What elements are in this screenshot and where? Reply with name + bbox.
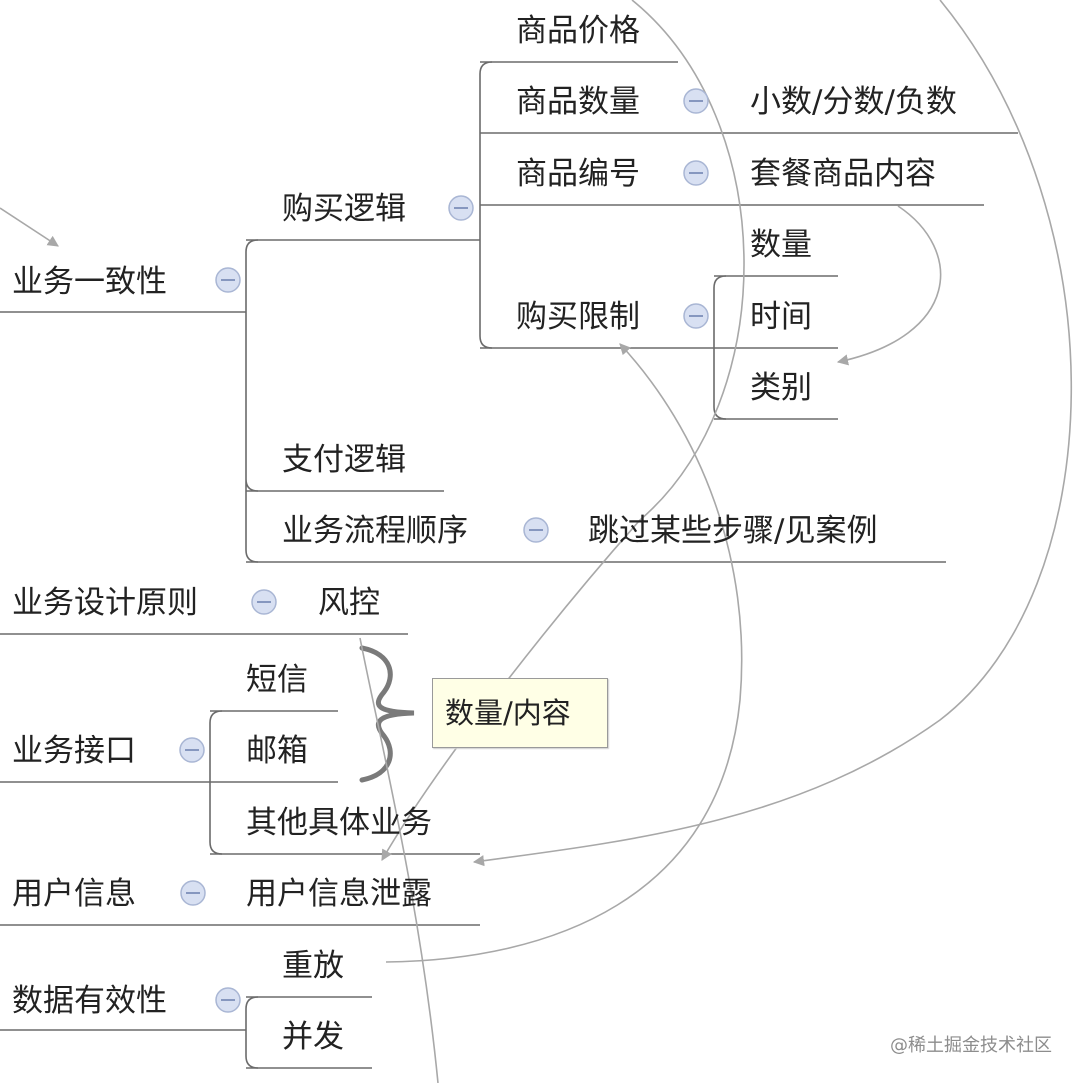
node-sms[interactable]: 短信 xyxy=(246,662,308,698)
collapse-limit[interactable] xyxy=(683,303,709,329)
relation-arrow-replay-to-limit xyxy=(385,343,743,963)
node-pay-logic[interactable]: 支付逻辑 xyxy=(282,442,406,478)
node-user-info[interactable]: 用户信息 xyxy=(12,876,136,912)
node-consistency[interactable]: 业务一致性 xyxy=(12,264,167,300)
relation-line-risk-to-bottom xyxy=(359,637,439,1083)
relation-arrow-entry xyxy=(0,207,59,247)
node-price[interactable]: 商品价格 xyxy=(516,13,640,49)
collapse-api[interactable] xyxy=(179,737,205,763)
collapse-item-id[interactable] xyxy=(683,160,709,186)
collapse-purchase-logic[interactable] xyxy=(448,195,474,221)
watermark: @稀土掘金技术社区 xyxy=(890,1035,1052,1056)
collapse-flow-order[interactable] xyxy=(523,517,549,543)
collapse-validity[interactable] xyxy=(215,987,241,1013)
relation-arrow-set-to-type xyxy=(836,205,942,366)
summary-callout-text: 数量/内容 xyxy=(445,696,571,730)
collapse-quantity[interactable] xyxy=(683,88,709,114)
relation-arrow-curve-to-leak xyxy=(472,0,1073,867)
collapse-buttons[interactable] xyxy=(179,88,709,1013)
node-leak[interactable]: 用户信息泄露 xyxy=(246,876,432,912)
branch-validity xyxy=(245,996,259,1069)
collapse-consistency[interactable] xyxy=(215,267,241,293)
node-api[interactable]: 业务接口 xyxy=(12,733,136,769)
branch-api xyxy=(209,710,223,855)
node-item-id[interactable]: 商品编号 xyxy=(516,156,640,192)
tree-connectors xyxy=(0,61,1018,1069)
node-replay[interactable]: 重放 xyxy=(282,948,344,984)
node-limit[interactable]: 购买限制 xyxy=(516,299,640,335)
collapse-user-info[interactable] xyxy=(180,880,206,906)
node-validity[interactable]: 数据有效性 xyxy=(12,983,167,1019)
node-limit-qty[interactable]: 数量 xyxy=(750,227,812,263)
node-quantity-detail[interactable]: 小数/分数/负数 xyxy=(750,84,957,120)
node-flow-order[interactable]: 业务流程顺序 xyxy=(282,513,468,549)
node-purchase-logic[interactable]: 购买逻辑 xyxy=(282,191,406,227)
branch-limit xyxy=(713,275,727,420)
node-item-id-detail[interactable]: 套餐商品内容 xyxy=(750,156,936,192)
node-flow-detail[interactable]: 跳过某些步骤/见案例 xyxy=(588,513,878,549)
node-risk[interactable]: 风控 xyxy=(318,585,380,621)
summary-brace xyxy=(359,645,415,783)
node-design[interactable]: 业务设计原则 xyxy=(12,585,198,621)
node-concurrency[interactable]: 并发 xyxy=(282,1019,344,1055)
node-other[interactable]: 其他具体业务 xyxy=(246,805,432,841)
branch-purchase-logic xyxy=(479,61,493,349)
node-mail[interactable]: 邮箱 xyxy=(246,733,308,769)
branch-consistency xyxy=(245,239,259,563)
summary-callout[interactable]: 数量/内容 xyxy=(432,678,608,748)
node-limit-time[interactable]: 时间 xyxy=(750,299,812,335)
node-quantity[interactable]: 商品数量 xyxy=(516,84,640,120)
node-limit-type[interactable]: 类别 xyxy=(750,370,812,406)
collapse-design[interactable] xyxy=(251,589,277,615)
